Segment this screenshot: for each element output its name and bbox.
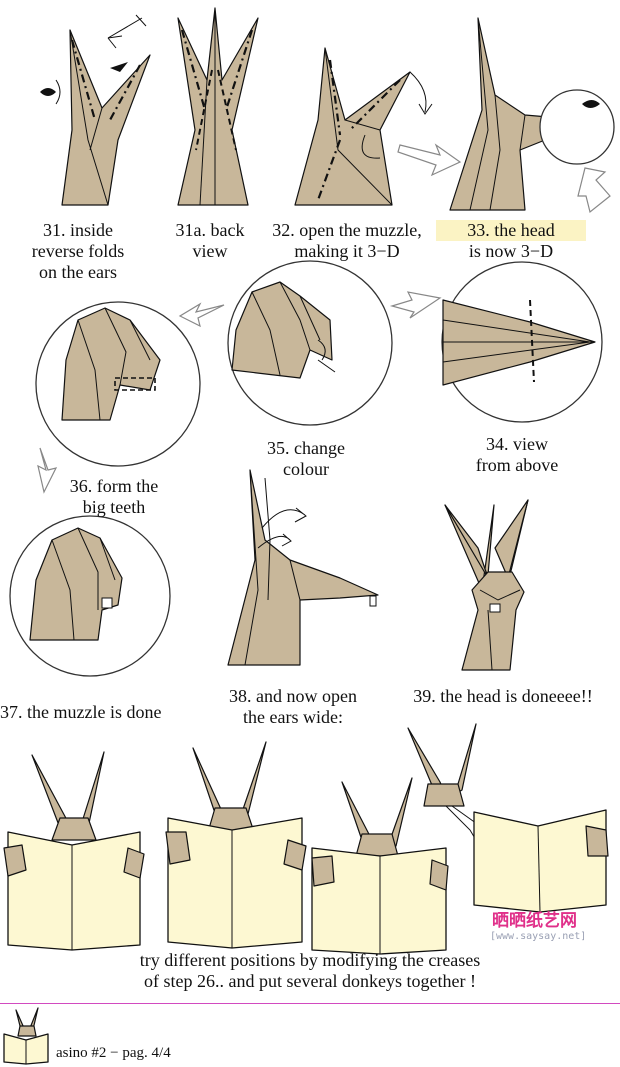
step38-figure bbox=[227, 469, 379, 666]
reading-donkey-2 bbox=[165, 741, 307, 949]
caption-line: 36. form the bbox=[69, 476, 159, 496]
caption-step38: 38. and now open the ears wide: bbox=[214, 686, 372, 728]
caption-line: 31a. back bbox=[175, 220, 245, 240]
caption-line: is now 3−D bbox=[468, 241, 554, 261]
footer-donkey-icon bbox=[3, 1007, 49, 1065]
watermark-site-name: 晒晒纸艺网 bbox=[492, 911, 577, 931]
caption-step39: 39. the head is doneeee!! bbox=[392, 686, 614, 707]
step36-figure bbox=[35, 301, 201, 494]
caption-line: from above bbox=[475, 455, 559, 475]
reading-donkey-4 bbox=[407, 723, 609, 913]
watermark-site-url: [www.saysay.net] bbox=[490, 931, 587, 942]
caption-line: big teeth bbox=[82, 497, 146, 517]
caption-step36: 36. form the big teeth bbox=[54, 476, 174, 518]
caption-line: 39. the head is doneeee!! bbox=[413, 686, 593, 706]
closing-line: of step 26.. and put several donkeys tog… bbox=[144, 971, 476, 991]
caption-step33: 33. the head is now 3−D bbox=[436, 220, 586, 262]
reading-donkey-3 bbox=[311, 777, 449, 955]
footer-divider bbox=[0, 1003, 620, 1004]
caption-line: reverse folds bbox=[31, 241, 125, 261]
reading-donkeys bbox=[3, 723, 609, 955]
caption-step35: 35. change colour bbox=[250, 438, 362, 480]
eye-icon bbox=[40, 88, 56, 96]
caption-step31: 31. inside reverse folds on the ears bbox=[18, 220, 138, 283]
closing-line: try different positions by modifying the… bbox=[139, 950, 481, 970]
caption-line: view bbox=[192, 241, 228, 261]
closing-text: try different positions by modifying the… bbox=[80, 950, 540, 992]
caption-line: 37. the muzzle is done bbox=[0, 702, 162, 722]
step34-figure bbox=[389, 261, 603, 423]
caption-line: 34. view bbox=[486, 434, 548, 454]
caption-step32: 32. open the muzzle, making it 3−D bbox=[258, 220, 436, 262]
caption-step34: 34. view from above bbox=[450, 434, 584, 476]
step32-figure bbox=[294, 47, 462, 206]
step33-figure bbox=[449, 17, 615, 214]
caption-line: 33. the head bbox=[436, 220, 586, 241]
page-label: asino #2 − pag. 4/4 bbox=[56, 1045, 171, 1061]
eye-icon-33 bbox=[582, 100, 600, 108]
caption-line: 35. change bbox=[267, 438, 345, 458]
step31a-figure bbox=[177, 7, 259, 206]
step35-figure bbox=[178, 260, 393, 426]
caption-line: making it 3−D bbox=[294, 241, 400, 261]
step39-figure bbox=[444, 499, 529, 671]
caption-line: 32. open the muzzle, bbox=[272, 220, 422, 240]
caption-line: on the ears bbox=[39, 262, 117, 282]
caption-line: 38. and now open bbox=[229, 686, 357, 706]
caption-step31a: 31a. back view bbox=[158, 220, 262, 262]
caption-line: colour bbox=[283, 459, 329, 479]
caption-step37: 37. the muzzle is done bbox=[0, 702, 196, 723]
step31-figure bbox=[40, 14, 151, 206]
caption-line: 31. inside bbox=[43, 220, 113, 240]
caption-line: the ears wide: bbox=[243, 707, 343, 727]
step37-figure bbox=[9, 515, 171, 677]
reading-donkey-1 bbox=[3, 751, 145, 951]
